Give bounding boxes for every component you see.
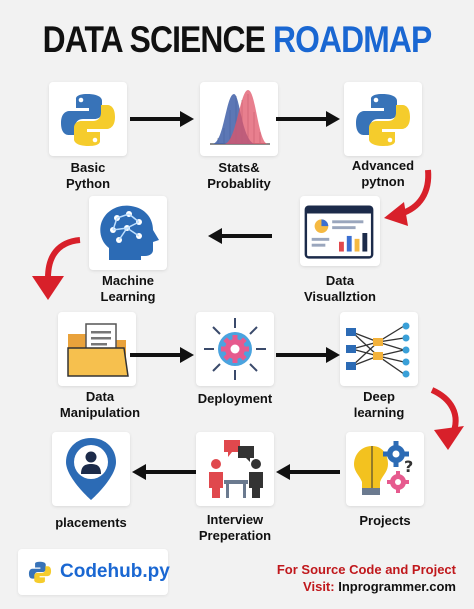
step-label-stats: Stats&Probablity bbox=[207, 160, 271, 191]
deployment-tile bbox=[196, 312, 274, 386]
curved-arrow-down-left-icon bbox=[384, 169, 432, 226]
arrow-left-icon bbox=[208, 228, 272, 244]
data-manipulation-tile bbox=[58, 312, 136, 386]
projects-tile: ? bbox=[346, 432, 424, 506]
advanced-python-tile bbox=[344, 82, 422, 156]
page-title: DATA SCIENCE ROADMAP bbox=[33, 18, 441, 62]
step-label-placements: placements bbox=[55, 515, 127, 530]
neural-network-icon bbox=[346, 322, 410, 378]
step-label-projects: Projects bbox=[359, 513, 411, 528]
footer-line-2: Visit: Inprogrammer.com bbox=[277, 578, 456, 595]
placements-tile bbox=[52, 432, 130, 506]
interview-tile bbox=[196, 432, 274, 506]
arrow-right-icon bbox=[276, 111, 340, 127]
arrow-right-icon bbox=[276, 347, 340, 363]
dashboard-icon bbox=[304, 205, 374, 259]
title-part-2: ROADMAP bbox=[273, 19, 432, 60]
python-icon bbox=[356, 94, 410, 146]
stats-tile bbox=[200, 82, 278, 156]
brand-name: Codehub.py bbox=[60, 561, 170, 582]
interview-icon bbox=[209, 440, 263, 498]
brand-logo: Codehub.py bbox=[18, 549, 170, 595]
machine-learning-tile bbox=[89, 196, 167, 270]
data-visualization-tile bbox=[300, 196, 380, 266]
idea-gears-icon: ? bbox=[354, 441, 413, 495]
brain-head-icon bbox=[100, 205, 159, 260]
svg-text:?: ? bbox=[404, 457, 413, 476]
footer-line-1: For Source Code and Project bbox=[276, 562, 456, 577]
deep-learning-tile bbox=[340, 312, 418, 386]
curved-arrow-down-icon bbox=[32, 237, 81, 300]
python-icon bbox=[28, 561, 52, 584]
title-part-1: DATA SCIENCE bbox=[42, 19, 266, 60]
visit-url[interactable]: Inprogrammer.com bbox=[338, 579, 456, 594]
footer-credits: For Source Code and Project Visit: Inpro… bbox=[277, 561, 456, 595]
arrow-left-icon bbox=[276, 464, 340, 480]
gear-arrows-icon bbox=[204, 318, 266, 380]
folder-icon bbox=[67, 323, 129, 377]
python-icon bbox=[61, 94, 115, 146]
distribution-icon bbox=[210, 90, 270, 145]
visit-label: Visit: bbox=[303, 579, 335, 594]
step-label-deployment: Deployment bbox=[197, 391, 273, 406]
arrow-right-icon bbox=[130, 111, 194, 127]
arrow-left-icon bbox=[132, 464, 196, 480]
arrow-right-icon bbox=[130, 347, 194, 363]
curved-arrow-down-left-icon bbox=[430, 387, 464, 450]
location-person-icon bbox=[66, 438, 116, 500]
basic-python-tile bbox=[49, 82, 127, 156]
